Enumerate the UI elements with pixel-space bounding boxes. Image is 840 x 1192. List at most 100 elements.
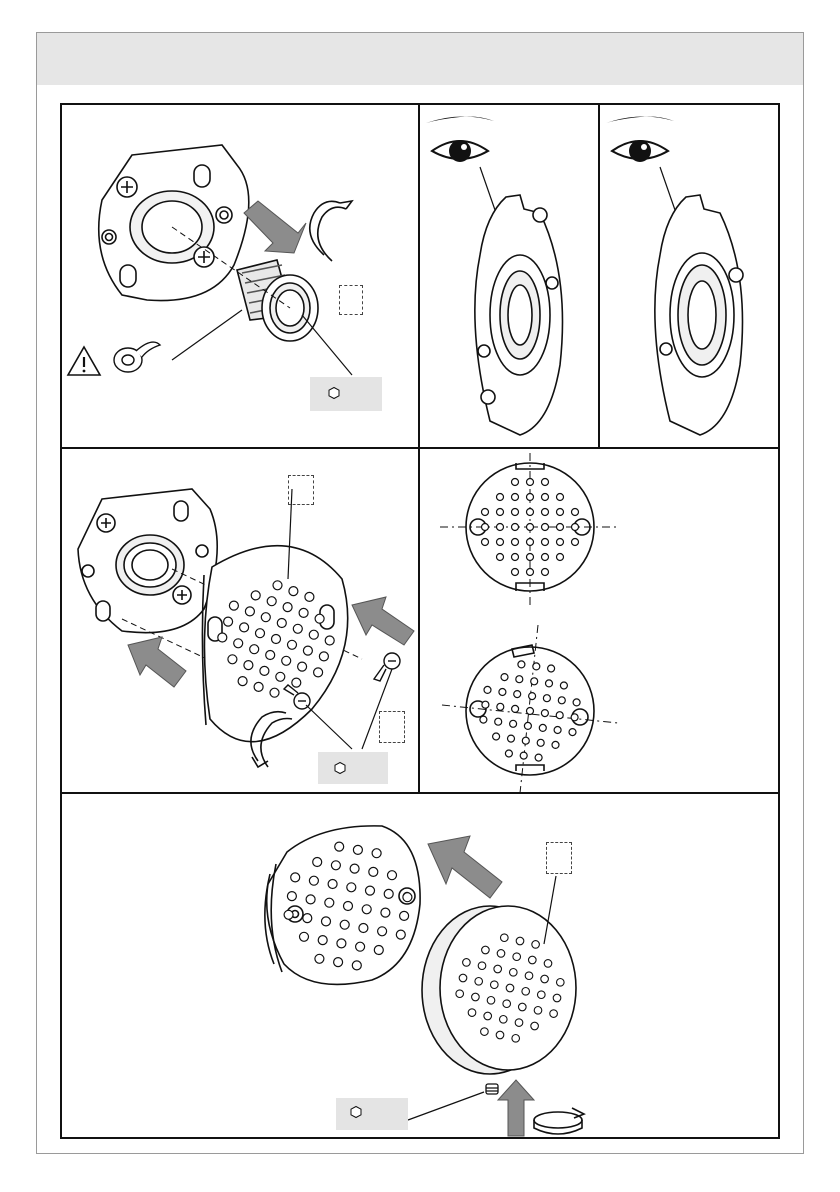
nozzle-dot — [325, 898, 334, 907]
nozzle-dot — [298, 662, 307, 671]
nozzle-dot — [495, 718, 502, 725]
leader-line — [302, 315, 352, 375]
step-check-alignment-a — [420, 105, 598, 447]
nozzle-dot — [224, 617, 233, 626]
nozzle-dot — [546, 680, 553, 687]
hex-key-tool-box — [318, 752, 388, 784]
nozzle-dot — [300, 932, 309, 941]
nozzle-dot — [519, 1003, 527, 1011]
nozzle-dot — [542, 509, 549, 516]
nozzle-dot — [362, 905, 371, 914]
nozzle-dot — [510, 720, 517, 727]
nozzle-dot — [352, 961, 361, 970]
nozzle-dot — [288, 640, 297, 649]
hex-key-icon — [350, 1106, 362, 1118]
nozzle-dot — [534, 1007, 542, 1015]
nozzle-dot — [340, 920, 349, 929]
nozzle-dot — [513, 953, 521, 961]
nozzle-dot — [512, 494, 519, 501]
leader-line — [172, 310, 242, 360]
nozzle-dot — [531, 678, 538, 685]
nozzle-dot — [515, 1019, 523, 1027]
nozzle-dot — [384, 889, 393, 898]
nozzle-dot — [497, 494, 504, 501]
nozzle-dot — [557, 554, 564, 561]
nozzle-dot — [322, 917, 331, 926]
eye-icon — [612, 140, 668, 162]
nozzle-dot — [531, 1022, 539, 1030]
nozzle-dot — [572, 524, 579, 531]
nozzle-dot — [475, 978, 483, 986]
nozzle-dot — [314, 668, 323, 677]
nozzle-dot — [309, 876, 318, 885]
mounting-plate-side — [655, 195, 743, 435]
step-5-illustration — [62, 794, 778, 1137]
nozzle-dot — [282, 656, 291, 665]
nozzle-dot — [535, 754, 542, 761]
nozzle-dot — [556, 712, 563, 719]
nozzle-dot — [516, 676, 523, 683]
nozzle-dot — [303, 914, 312, 923]
nozzle-dot — [272, 635, 281, 644]
nozzle-dot — [277, 619, 286, 628]
nozzle-dot — [557, 494, 564, 501]
nozzle-dot — [403, 893, 412, 902]
nozzle-dot — [369, 867, 378, 876]
nozzle-dot — [396, 930, 405, 939]
nozzle-dot — [518, 661, 525, 668]
nozzle-dot — [542, 569, 549, 576]
nozzle-dot — [542, 494, 549, 501]
nozzle-dot — [505, 750, 512, 757]
nozzle-dot — [218, 633, 227, 642]
nozzle-dot — [554, 727, 561, 734]
nozzle-dot — [524, 722, 531, 729]
nozzle-dot — [472, 993, 480, 1001]
nozzle-dot — [516, 937, 524, 945]
nozzle-dot — [514, 691, 521, 698]
header-band — [37, 33, 803, 85]
nozzle-dot — [284, 910, 293, 919]
nozzle-dot — [482, 539, 489, 546]
reference-box — [339, 285, 363, 315]
nozzle-dot — [527, 524, 534, 531]
nozzle-dot — [400, 911, 409, 920]
nozzle-dot — [542, 539, 549, 546]
nozzle-dot — [527, 539, 534, 546]
nozzle-dot — [558, 697, 565, 704]
nozzle-dot — [250, 645, 259, 654]
nozzle-dot — [482, 701, 489, 708]
nozzle-dot — [493, 733, 500, 740]
nozzle-dot — [553, 994, 561, 1002]
nozzle-dot — [319, 652, 328, 661]
nozzle-dot — [463, 959, 471, 967]
nozzle-dot — [388, 871, 397, 880]
eyebrow-icon — [606, 116, 674, 123]
nozzle-dot — [266, 651, 275, 660]
nozzle-dot — [459, 974, 467, 982]
nozzle-dot — [273, 581, 282, 590]
orientation-illustration — [420, 449, 778, 792]
rotate-counterclockwise-icon — [310, 201, 352, 261]
nozzle-dot — [527, 509, 534, 516]
nozzle-dot — [501, 934, 509, 942]
nozzle-dot — [503, 1000, 511, 1008]
nozzle-dot — [537, 739, 544, 746]
hex-key-tool-box — [310, 377, 382, 411]
nozzle-dot — [557, 524, 564, 531]
cover-plate — [422, 906, 576, 1074]
reference-box — [546, 842, 572, 874]
nozzle-dot — [292, 678, 301, 687]
nozzle-dot — [293, 624, 302, 633]
nozzle-dot — [318, 936, 327, 945]
alignment-a-illustration — [420, 105, 598, 447]
nozzle-dot — [527, 554, 534, 561]
nozzle-dot — [325, 636, 334, 645]
nozzle-dot — [491, 981, 499, 989]
nozzle-dot — [353, 845, 362, 854]
nozzle-dot — [522, 988, 530, 996]
nozzle-dot — [306, 895, 315, 904]
nozzle-dot — [283, 603, 292, 612]
nozzle-dot — [497, 509, 504, 516]
alignment-b-illustration — [600, 105, 778, 447]
nozzle-dot — [234, 639, 243, 648]
